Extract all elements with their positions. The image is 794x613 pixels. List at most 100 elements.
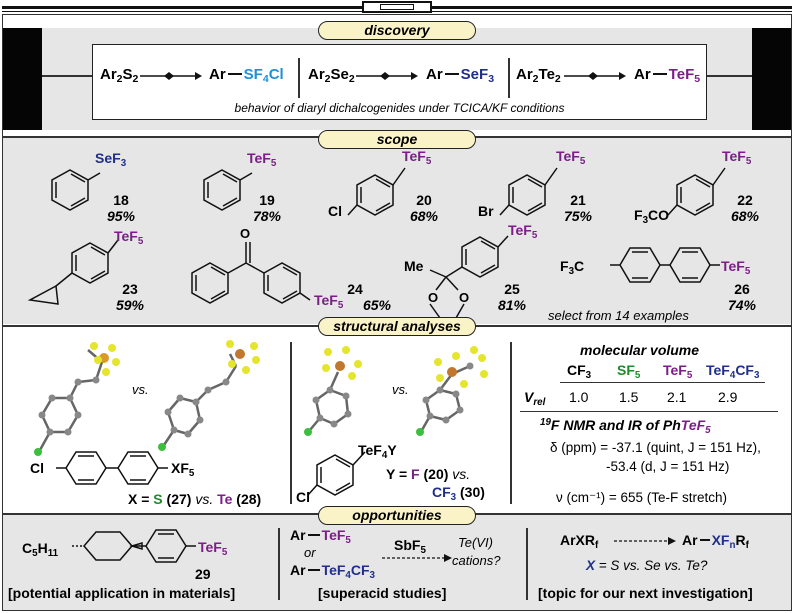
compound-26-structure: [610, 247, 720, 283]
discovery-right-panel: [752, 28, 792, 130]
compound-23-structure: [27, 239, 119, 305]
compound-24-label: 24: [347, 281, 363, 297]
compound-22-label: 22: [737, 192, 753, 208]
nmr-line-1: δ (ppm) = -37.1 (quint, J = 151 Hz),: [550, 440, 761, 455]
compound-21-structure: [499, 167, 558, 216]
te-reactant: Ar2Te2: [516, 66, 561, 85]
compound-25-yield: 81%: [497, 297, 527, 313]
next-reactant: ArXRf: [560, 532, 599, 551]
section-title-discovery: discovery: [318, 21, 476, 40]
compound-19-structure: [203, 169, 253, 211]
compound-25-oxygen-right: O: [459, 290, 470, 305]
compound-26-yield: 74%: [727, 297, 757, 313]
s-reaction-arrow: [140, 72, 202, 80]
aryl-tef4y-structure: [307, 451, 366, 496]
compound-18-group: SeF3: [95, 150, 127, 169]
te-reaction-arrow: [564, 72, 626, 80]
s-reactant: Ar2S2: [100, 66, 139, 85]
vrel-label: Vrel: [524, 389, 546, 408]
materials-alkyl: C5H11: [22, 540, 59, 559]
compound-21-substituent: Br: [478, 203, 494, 219]
compound-25-methyl: Me: [404, 258, 424, 274]
aryl-group: TeF4Y: [358, 442, 397, 461]
section-title-structural: structural analyses: [318, 317, 476, 336]
compound-24-yield: 65%: [362, 297, 392, 313]
mv-header-tef4cf3: TeF4CF3: [706, 362, 760, 381]
aryl-cl: Cl: [296, 489, 310, 505]
opportunities-band: [2, 515, 792, 611]
compound-21-yield: 75%: [563, 208, 593, 224]
compound-26-group: TeF5: [721, 258, 751, 277]
se-reactant: Ar2Se2: [308, 66, 355, 85]
materials-group: TeF5: [198, 539, 228, 558]
compound-24-group: TeF5: [314, 292, 344, 311]
compound-21-group: TeF5: [556, 148, 586, 167]
superacid-reagent: SbF5: [394, 537, 426, 556]
compound-20-yield: 68%: [409, 208, 439, 224]
compound-24-structure: [191, 242, 311, 304]
mv-value-sf5: 1.5: [619, 389, 639, 405]
discovery-caption: behavior of diaryl dichalcogenides under…: [234, 101, 565, 115]
section-title-scope: scope: [318, 130, 476, 149]
compound-23-yield: 59%: [115, 297, 145, 313]
mv-header-sf5: SF5: [617, 362, 641, 381]
compound-22-substituent: F3CO: [634, 207, 670, 226]
crystal-structure-27: [34, 342, 120, 456]
materials-caption: [potential application in materials]: [8, 585, 236, 601]
crystal-structure-20: [304, 346, 362, 436]
compound-25-label: 25: [504, 281, 520, 297]
compound-18-label: 18: [113, 192, 129, 208]
crystal-structure-30: [416, 346, 488, 436]
scope-note: select from 14 examples: [548, 308, 689, 323]
compound-23-label: 23: [122, 281, 138, 297]
compound-18-structure: [51, 169, 101, 211]
se-reaction-arrow: [356, 72, 418, 80]
compound-22-group: TeF5: [722, 148, 752, 167]
top-decoration: [0, 0, 794, 14]
structural-vs-2: vs.: [392, 382, 409, 397]
nmr-title: 19F NMR and IR of PhTeF5: [540, 417, 711, 436]
nmr-line-2: -53.4 (d, J = 151 Hz): [606, 459, 730, 474]
compound-22-structure: [667, 167, 726, 216]
compound-19-group: TeF5: [247, 150, 277, 169]
ir-line: ν (cm⁻¹) = 655 (Te-F stretch): [556, 490, 728, 505]
materials-compound-label: 29: [195, 566, 211, 582]
compound-25-group: TeF5: [508, 222, 538, 241]
compound-18-yield: 95%: [106, 208, 136, 224]
compound-20-group: TeF5: [402, 148, 432, 167]
next-question: X = S vs. Se vs. Te?: [586, 558, 708, 573]
mv-value-cf3: 1.0: [569, 389, 589, 405]
mv-value-tef5: 2.1: [667, 389, 687, 405]
superacid-question-2: cations?: [452, 553, 501, 568]
biaryl-cl: Cl: [30, 460, 44, 476]
compound-20-label: 20: [416, 192, 432, 208]
compound-25-oxygen-left: O: [428, 290, 439, 305]
biaryl-x-label: X = S (27) vs. Te (28): [128, 491, 262, 507]
discovery-box: [92, 44, 707, 120]
compound-20-substituent: Cl: [328, 203, 342, 219]
biaryl-group: XF5: [171, 460, 195, 479]
molecular-volume-title: molecular volume: [580, 342, 700, 358]
aryl-y-label: Y = F (20) vs.: [386, 466, 471, 482]
compound-26-substituent: F3C: [560, 258, 585, 277]
superacid-dashed-arrow: [382, 554, 452, 562]
mv-value-tef4cf3: 2.9: [718, 389, 738, 405]
compound-19-yield: 78%: [252, 208, 282, 224]
compound-23-group: TeF5: [114, 228, 144, 247]
compound-24-oxygen: O: [240, 226, 251, 241]
aryl-y-cf3: CF3 (30): [432, 484, 485, 503]
materials-structure: [72, 529, 196, 563]
superacid-caption: [superacid studies]: [318, 585, 447, 601]
superacid-question-1: Te(VI): [458, 535, 493, 550]
compound-19-label: 19: [259, 192, 275, 208]
compound-21-label: 21: [570, 192, 586, 208]
next-dashed-arrow: [614, 537, 676, 545]
next-caption: [topic for our next investigation]: [538, 585, 753, 601]
structural-vs-1: vs.: [132, 382, 149, 397]
biaryl-xf5-structure: [56, 451, 168, 485]
